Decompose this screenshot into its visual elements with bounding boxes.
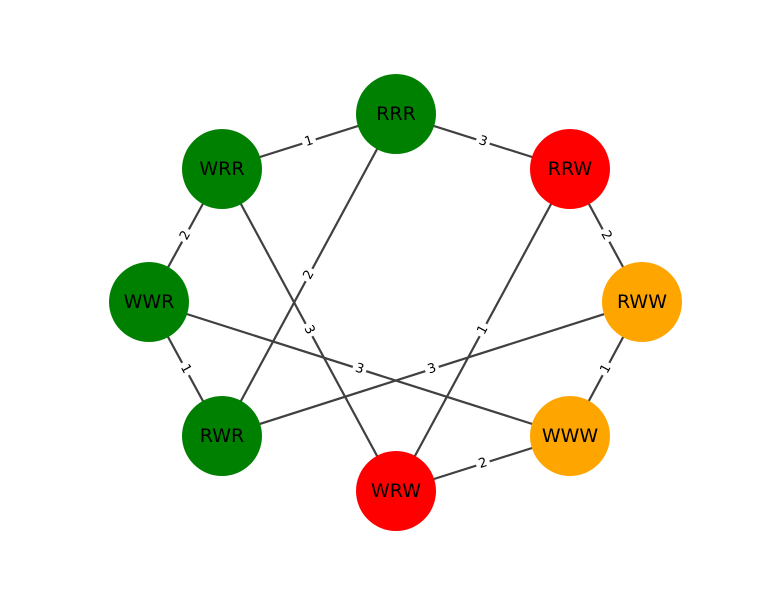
edge-label-background <box>422 359 442 379</box>
node-label: WWR <box>124 291 175 313</box>
node-wrr: WRR <box>182 129 262 209</box>
node-label: RRW <box>548 158 593 180</box>
node-circle <box>109 262 189 342</box>
node-circle <box>182 396 262 476</box>
edge-label: 3 <box>350 359 369 379</box>
edge-label: 3 <box>473 131 493 152</box>
edge-label-background <box>472 320 494 340</box>
node-circle <box>602 262 682 342</box>
edge-label: 2 <box>595 225 617 246</box>
node-rww: RWW <box>602 262 682 342</box>
node-rrw: RRW <box>530 129 610 209</box>
node-circle <box>530 396 610 476</box>
node-circle <box>182 129 262 209</box>
node-wrw: WRW <box>356 451 436 531</box>
edge-label-background <box>299 131 319 152</box>
edge-label-background <box>595 225 617 246</box>
node-label: WRW <box>371 480 421 502</box>
node-label: RRR <box>376 103 416 125</box>
edge-label: 1 <box>595 359 617 379</box>
node-www: WWW <box>530 396 610 476</box>
edge-label-background <box>298 320 320 340</box>
node-layer: RRR RRW RWW WWW WRW RWR WWR WRR <box>109 74 682 531</box>
node-label: RWW <box>617 291 667 313</box>
node-circle <box>356 74 436 154</box>
node-circle <box>356 451 436 531</box>
edge-label: 3 <box>422 359 442 379</box>
node-wwr: WWR <box>109 262 189 342</box>
edge-label-background <box>350 359 369 379</box>
edge-label-background <box>595 359 617 379</box>
node-label: RWR <box>200 425 244 447</box>
node-label: WWW <box>542 425 599 447</box>
edge-label-background <box>175 225 196 246</box>
edge-label: 1 <box>472 320 494 340</box>
edge-label: 3 <box>298 320 320 340</box>
edge-label: 1 <box>175 359 196 379</box>
edge-label-background <box>298 265 320 285</box>
edge-label: 2 <box>175 225 196 246</box>
edge-label-layer: 1 3 2 2 3 2 1 3 1 3 1 2 <box>175 131 617 474</box>
node-rwr: RWR <box>182 396 262 476</box>
edge-label-background <box>473 453 493 474</box>
edge-label: 2 <box>473 453 493 474</box>
edge-label: 1 <box>299 131 319 152</box>
edge-label: 2 <box>298 265 320 285</box>
node-label: WRR <box>199 158 244 180</box>
edge-label-background <box>175 359 196 379</box>
edge-label-background <box>473 131 493 152</box>
node-rrr: RRR <box>356 74 436 154</box>
node-circle <box>530 129 610 209</box>
